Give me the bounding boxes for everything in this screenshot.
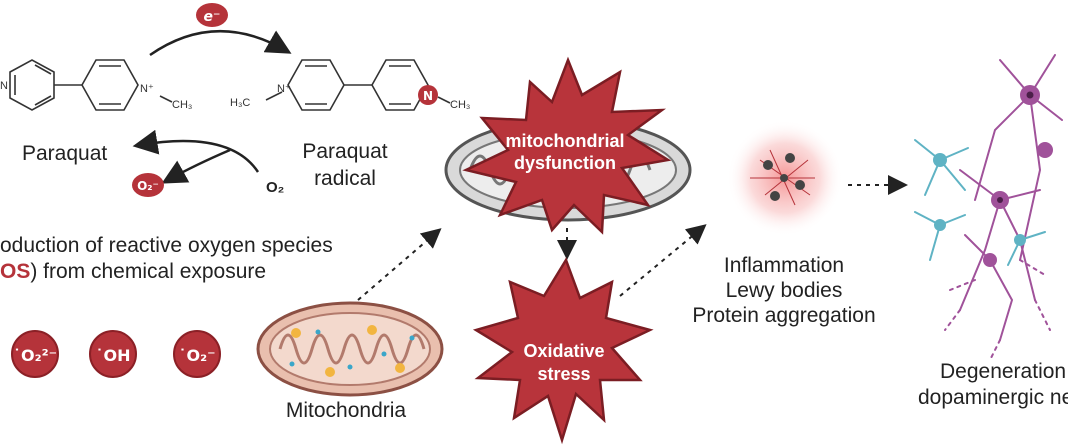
mitochondria-label: Mitochondria	[286, 399, 407, 422]
paraquat-n-left: N	[0, 80, 8, 92]
paraquat-methyl: CH₃	[172, 99, 192, 111]
paraquat-molecule	[9, 59, 173, 111]
radical-label-line1: Paraquat	[302, 140, 387, 163]
electron-badge: e⁻	[196, 3, 228, 27]
ion-superoxide: ˙O₂⁻	[173, 330, 221, 378]
degenerating-neurons	[914, 54, 1063, 361]
radical-methyl-left: H₃C	[230, 97, 250, 109]
radical-label-line2: radical	[314, 167, 376, 190]
oxygen-reactant: O₂	[266, 179, 284, 196]
svg-text:˙OH: ˙OH	[96, 346, 131, 365]
radical-n-badge: N	[418, 85, 438, 105]
svg-text:N: N	[423, 89, 433, 103]
mitochondrion-illustration	[256, 301, 444, 397]
ros-heading-line1: oduction of reactive oxygen species	[0, 234, 333, 257]
superoxide-release-arrow	[161, 148, 231, 184]
radical-methyl-right: CH₃	[450, 99, 470, 111]
degeneration-line1: Degeneration o	[940, 360, 1068, 383]
dysfunction-line2: dysfunction	[514, 153, 616, 173]
svg-text:˙O₂²⁻: ˙O₂²⁻	[13, 346, 57, 365]
electron-transfer-arrow	[149, 29, 292, 57]
oxidation-return-arrow	[132, 129, 260, 173]
effect-lewy-bodies: Lewy bodies	[726, 279, 843, 302]
inflammation-aggregate	[727, 120, 843, 236]
svg-text:˙O₂⁻: ˙O₂⁻	[178, 346, 215, 365]
paraquat-label: Paraquat	[22, 142, 107, 165]
effect-inflammation: Inflammation	[724, 254, 844, 277]
superoxide-product-badge: O₂⁻	[132, 173, 164, 197]
degeneration-line2: dopaminergic neu	[918, 386, 1068, 409]
radical-n-plus: N⁺	[277, 83, 291, 95]
svg-text:O₂⁻: O₂⁻	[137, 179, 159, 193]
stress-line2: stress	[537, 364, 590, 384]
ros-heading-line2: OS) from chemical exposure	[0, 260, 266, 283]
stress-line1: Oxidative	[523, 341, 604, 361]
ion-hydroxyl: ˙OH	[89, 330, 137, 378]
dysfunction-line1: mitochondrial	[505, 131, 624, 151]
dotted-arrow-to-dysfunction	[357, 228, 442, 301]
effect-protein-aggregation: Protein aggregation	[692, 304, 875, 327]
mitochondrial-dysfunction-burst: mitochondrial dysfunction	[462, 56, 672, 235]
oxidative-stress-burst: Oxidative stress	[472, 257, 654, 445]
svg-text:e⁻: e⁻	[204, 9, 221, 25]
ion-superoxide-dianion: ˙O₂²⁻	[11, 330, 59, 378]
paraquat-n-plus: N⁺	[140, 83, 154, 95]
dotted-arrow-to-inflammation	[619, 224, 707, 297]
